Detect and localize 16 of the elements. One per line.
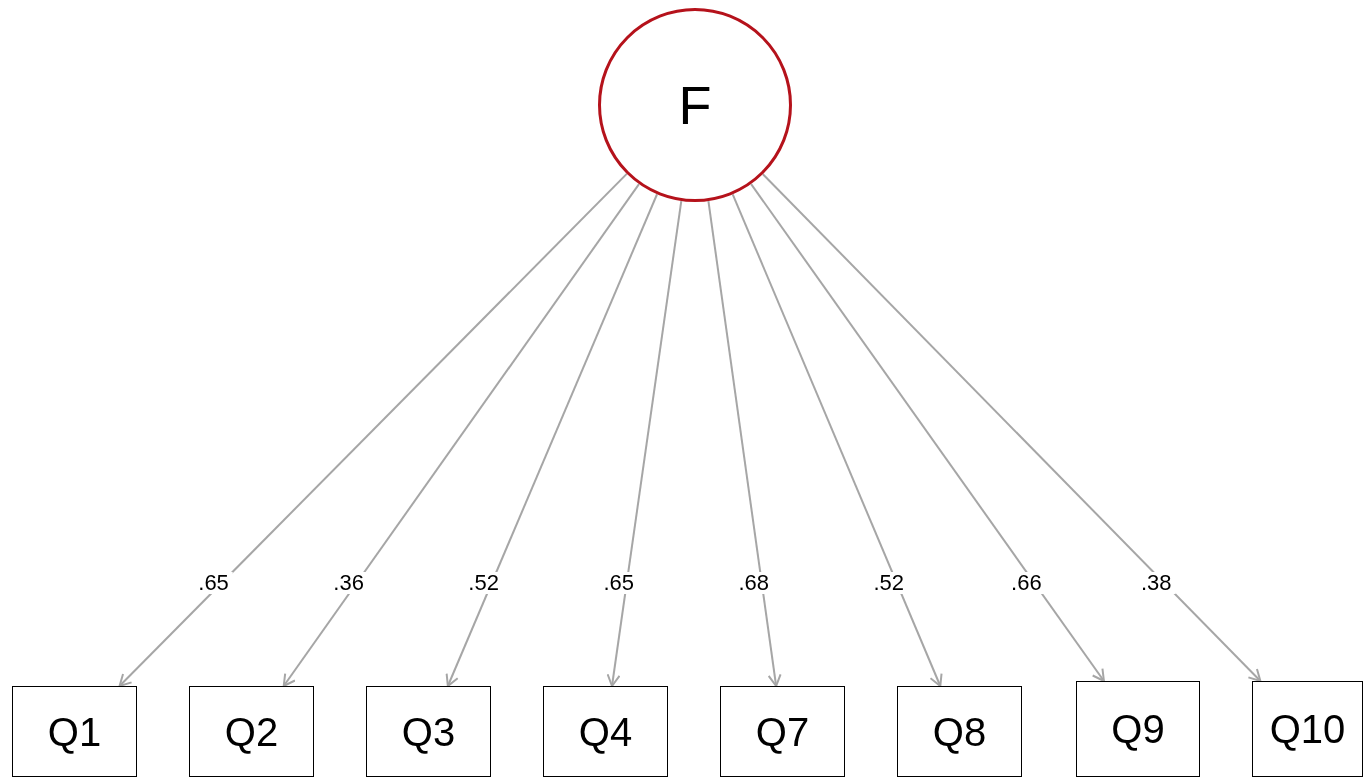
indicator-box: Q3 [366,686,491,777]
arrow [707,200,782,687]
arrow [606,200,683,687]
arrow [731,193,943,687]
indicator-box: Q4 [543,686,668,777]
indicator-box: Q10 [1252,681,1363,777]
arrow [118,172,628,687]
indicator-box: Q2 [189,686,314,777]
arrow [750,183,1105,682]
indicator-box: Q1 [12,686,137,777]
arrow [282,183,640,687]
indicator-box: Q9 [1076,681,1200,777]
arrow [445,193,659,687]
indicator-box: Q7 [720,686,845,777]
indicator-box: Q8 [897,686,1022,777]
arrow [761,173,1262,682]
